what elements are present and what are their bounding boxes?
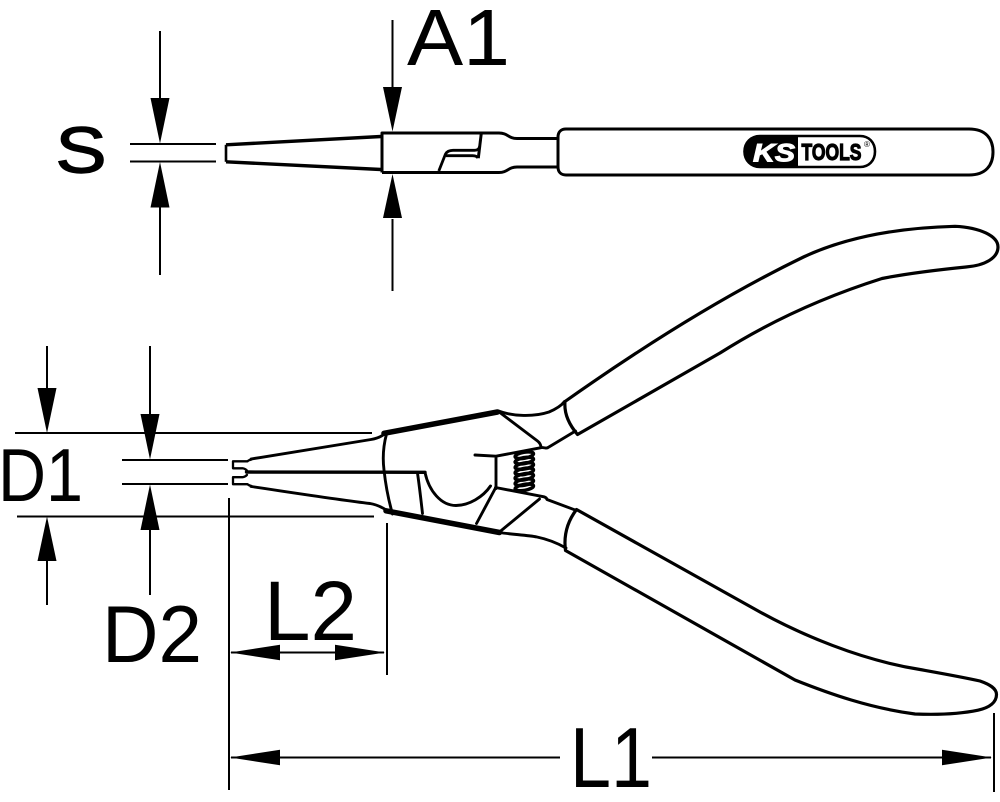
svg-text:L2: L2 [264, 564, 357, 658]
svg-text:D2: D2 [102, 590, 202, 680]
svg-text:D1: D1 [0, 433, 83, 517]
svg-text:L1: L1 [570, 711, 652, 802]
svg-text:TOOLS: TOOLS [802, 139, 862, 165]
svg-text:®: ® [864, 140, 870, 149]
svg-text:S: S [56, 114, 107, 187]
svg-text:KS: KS [753, 140, 795, 168]
svg-text:A1: A1 [407, 0, 510, 82]
